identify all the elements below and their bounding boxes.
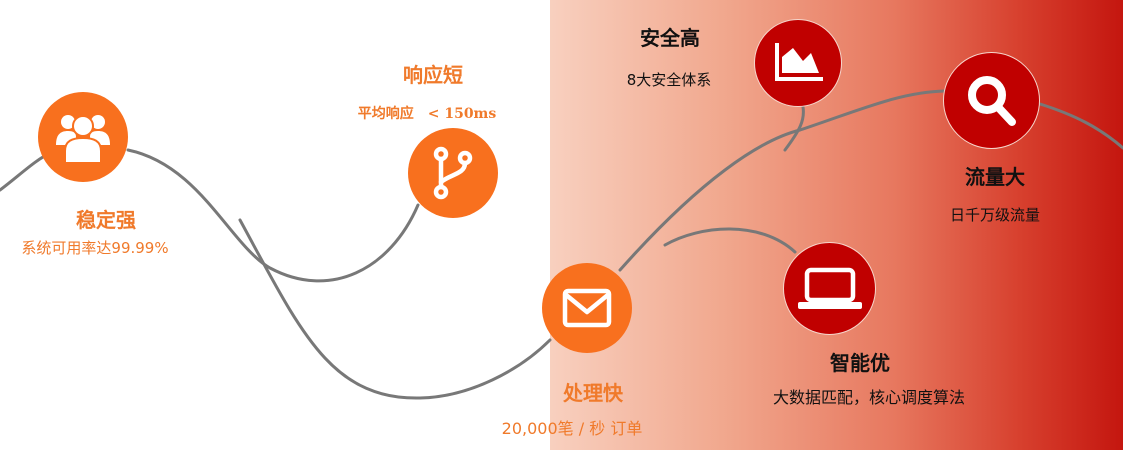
security-title: 安全高 [640, 26, 700, 50]
stability-node [38, 92, 128, 182]
stability-title: 稳定强 [76, 208, 136, 232]
search-icon [967, 75, 1016, 126]
traffic-node [943, 52, 1040, 149]
branch-icon [433, 146, 473, 200]
processing-title: 处理快 [563, 381, 623, 405]
intelligence-subtitle: 大数据匹配，核心调度算法 [772, 388, 966, 407]
mail-icon [562, 288, 612, 328]
stability-subtitle: 系统可用率达99.99% [21, 239, 169, 257]
area-chart-icon [775, 43, 823, 81]
security-node [754, 19, 842, 107]
laptop-icon [797, 267, 862, 309]
processing-subtitle: 20,000笔 / 秒 订单 [501, 419, 643, 438]
processing-node [542, 263, 632, 353]
security-subtitle: 8大安全体系 [626, 71, 712, 89]
response-title: 响应短 [403, 63, 463, 87]
intelligence-node [783, 242, 876, 335]
intelligence-title: 智能优 [830, 351, 890, 375]
traffic-subtitle: 日千万级流量 [949, 206, 1041, 224]
response-node [408, 128, 498, 218]
response-subtitle: 平均响应 < 150ms [357, 106, 497, 122]
users-icon [56, 115, 110, 163]
traffic-title: 流量大 [965, 165, 1025, 189]
